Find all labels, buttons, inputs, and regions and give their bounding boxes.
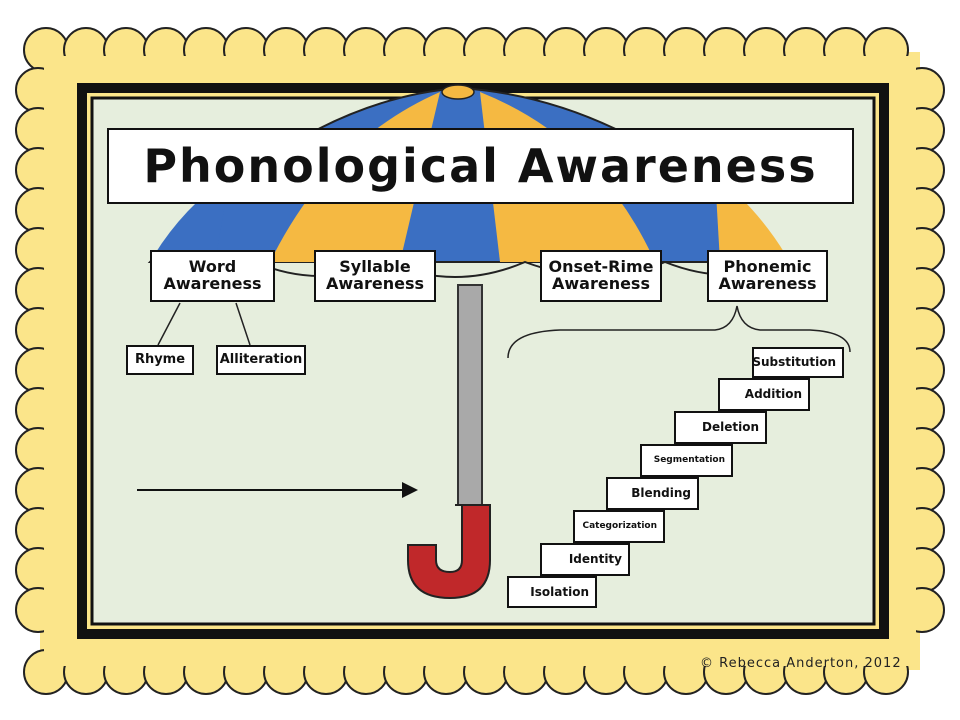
step-deletion: Deletion: [674, 411, 767, 444]
category-word-awareness: Word Awareness: [150, 250, 275, 302]
subskill-rhyme: Rhyme: [126, 345, 194, 375]
umbrella-pole: [457, 284, 483, 506]
word-connectors: [157, 302, 251, 346]
step-identity: Identity: [540, 543, 630, 576]
category-syllable-awareness: Syllable Awareness: [314, 250, 436, 302]
subskill-alliteration: Alliteration: [216, 345, 306, 375]
category-phonemic-awareness: Phonemic Awareness: [707, 250, 828, 302]
step-addition: Addition: [718, 378, 810, 411]
step-blending: Blending: [606, 477, 699, 510]
category-onset-rime-awareness: Onset-Rime Awareness: [540, 250, 662, 302]
arrow-icon: [137, 482, 418, 498]
umbrella-handle: [407, 504, 491, 600]
brace: [507, 305, 851, 359]
step-substitution: Substitution: [752, 347, 844, 378]
step-segmentation: Segmentation: [640, 444, 733, 477]
copyright-text: © Rebecca Anderton, 2012: [700, 656, 902, 671]
page-title: Phonological Awareness: [107, 128, 854, 204]
step-categorization: Categorization: [573, 510, 665, 543]
step-isolation: Isolation: [507, 576, 597, 608]
